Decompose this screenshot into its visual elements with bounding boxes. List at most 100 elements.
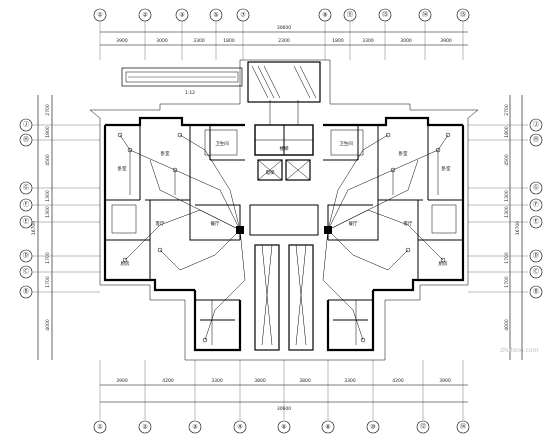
grid-bubble-right-5: Ⓔ: [533, 218, 539, 226]
room-label-stair: 楼梯: [280, 145, 289, 152]
left-dim-7: 1700: [45, 276, 51, 288]
grid-bubble-top-8: ⑬: [382, 11, 388, 19]
top-dim-3: 3300: [193, 38, 205, 44]
core-risers: [261, 100, 307, 346]
room-label-bath-r: 卫生间: [339, 140, 353, 147]
right-dim-7: 1700: [504, 276, 510, 288]
top-dimension-chain: 30600 3900 3000 3300 1800 2300 1800 3300…: [100, 25, 468, 46]
top-dim-8: 3000: [400, 38, 412, 44]
left-dim-5: 1300: [45, 206, 51, 218]
right-dim-5: 1300: [504, 206, 510, 218]
grid-bubble-top-4: ⑤: [213, 12, 218, 19]
grid-bubble-right-7: Ⓒ: [533, 268, 539, 276]
grid-bubble-bottom-1: ①: [97, 424, 102, 431]
top-dim-9: 3900: [440, 38, 452, 44]
room-label-bedroom-r2: 卧室: [399, 150, 408, 157]
top-total-dimension: 30600: [277, 25, 291, 31]
ramp-slope-label: 1:12: [185, 90, 195, 96]
grid-bubble-top-7: ⑪: [347, 11, 353, 19]
watermark-text: zhulong.com: [500, 347, 539, 354]
left-dim-3: 4500: [45, 154, 51, 166]
grid-bubble-left-2: Ⓗ: [23, 136, 29, 144]
left-total-dimension: 16700: [31, 221, 37, 235]
grid-bubble-left-1: Ⓙ: [23, 121, 29, 129]
grid-bubble-right-4: Ⓕ: [533, 201, 539, 209]
grid-bubble-bottom-6: ⑧: [325, 424, 330, 431]
bottom-dim-5: 3800: [299, 378, 311, 384]
grid-bubble-top-6: ⑨: [322, 12, 327, 19]
right-dim-8: 4000: [504, 319, 510, 331]
left-dim-1: 2700: [45, 104, 51, 116]
left-dim-4: 1300: [45, 190, 51, 202]
top-dim-1: 3900: [116, 38, 128, 44]
grid-bubble-left-5: Ⓔ: [23, 218, 29, 226]
grid-bubble-left-7: Ⓒ: [23, 268, 29, 276]
room-label-kitchen-l: 厨房: [121, 260, 130, 267]
grid-bubble-bottom-3: ③: [192, 424, 197, 431]
room-label-living-l: 客厅: [156, 220, 165, 227]
right-total-dimension: 16700: [515, 221, 521, 235]
right-dim-1: 2700: [504, 104, 510, 116]
grid-bubble-top-3: ③: [179, 12, 184, 19]
grid-bubble-left-8: Ⓑ: [23, 288, 29, 296]
grid-bubble-top-5: ⑦: [240, 12, 246, 19]
room-label-kitchen-r: 厨房: [439, 260, 448, 267]
top-dim-4: 1800: [223, 38, 235, 44]
grid-bubble-left-3: Ⓖ: [23, 184, 29, 192]
right-unit-walls: [323, 116, 465, 352]
grid-bubble-right-8: Ⓑ: [533, 288, 539, 296]
top-dim-5: 2300: [278, 38, 290, 44]
left-dim-8: 4000: [45, 319, 51, 331]
left-wiring-circuits: [117, 132, 246, 345]
top-dim-7: 3300: [362, 38, 374, 44]
room-label-bath-l: 卫生间: [215, 140, 229, 147]
grid-bubble-bottom-2: ②: [142, 424, 148, 431]
bottom-dim-6: 3300: [344, 378, 356, 384]
room-label-dining-r: 餐厅: [349, 220, 358, 227]
grid-bubble-top-10: ⑮: [460, 11, 466, 19]
room-label-living-r: 客厅: [404, 220, 413, 227]
central-core: 楼梯 电梯: [247, 61, 321, 351]
grid-bubble-right-2: Ⓗ: [533, 136, 539, 144]
top-grid-bubbles: ① ② ③ ⑤ ⑦ ⑨ ⑪ ⑬ ⑭ ⑮: [93, 8, 470, 60]
bottom-dim-3: 3300: [211, 378, 223, 384]
right-dim-2: 1800: [504, 126, 510, 138]
bottom-dim-8: 3900: [439, 378, 451, 384]
room-label-bedroom-l2: 卧室: [161, 150, 170, 157]
room-label-dining-l: 餐厅: [211, 220, 220, 227]
bottom-grid-bubbles: ① ② ③ ④ ⑥ ⑧ ⑩ ⑫ ⑭: [93, 360, 470, 434]
right-dim-6: 1700: [504, 252, 510, 264]
right-grid-bubbles: 16700 2700 1800 4500 1300 1300 1700 1700…: [468, 95, 543, 360]
right-wiring-circuits: [322, 132, 451, 345]
right-dim-3: 4500: [504, 154, 510, 166]
room-label-bedroom-r1: 卧室: [442, 165, 451, 172]
grid-bubble-right-6: Ⓓ: [533, 252, 539, 260]
left-dim-2: 1800: [45, 126, 51, 138]
bottom-dim-4: 3800: [254, 378, 266, 384]
room-labels: 卧室 卧室 客厅 餐厅 厨房 卫生间 卧室 卧室 客厅 餐厅 厨房 卫生间: [118, 140, 451, 267]
bottom-dim-7: 4200: [392, 378, 404, 384]
bottom-dim-1: 3900: [116, 378, 128, 384]
bottom-dim-2: 4200: [162, 378, 174, 384]
grid-bubble-bottom-8: ⑫: [420, 423, 426, 431]
grid-bubble-bottom-4: ④: [237, 424, 242, 431]
grid-bubble-top-1: ①: [97, 12, 102, 19]
grid-bubble-bottom-5: ⑥: [281, 424, 286, 431]
grid-bubble-right-3: Ⓖ: [533, 184, 539, 192]
top-dim-6: 1800: [332, 38, 344, 44]
left-dim-6: 1700: [45, 252, 51, 264]
room-label-elevator: 电梯: [266, 169, 275, 176]
top-dim-2: 3000: [156, 38, 168, 44]
roof-eave-outline: [89, 59, 479, 361]
grid-bubble-bottom-9: ⑭: [460, 423, 466, 431]
grid-bubble-right-1: Ⓙ: [533, 121, 539, 129]
grid-bubble-left-4: Ⓕ: [23, 201, 29, 209]
left-unit-walls: [103, 116, 245, 352]
grid-bubble-top-2: ②: [142, 12, 148, 19]
room-label-bedroom-l1: 卧室: [118, 165, 127, 172]
grid-bubble-bottom-7: ⑩: [370, 424, 375, 431]
right-dim-4: 1300: [504, 190, 510, 202]
entrance-ramp: 1:12: [121, 67, 243, 96]
left-grid-bubbles: 16700 2700 1800 4500 1300 1300 1700 1700…: [19, 95, 100, 360]
